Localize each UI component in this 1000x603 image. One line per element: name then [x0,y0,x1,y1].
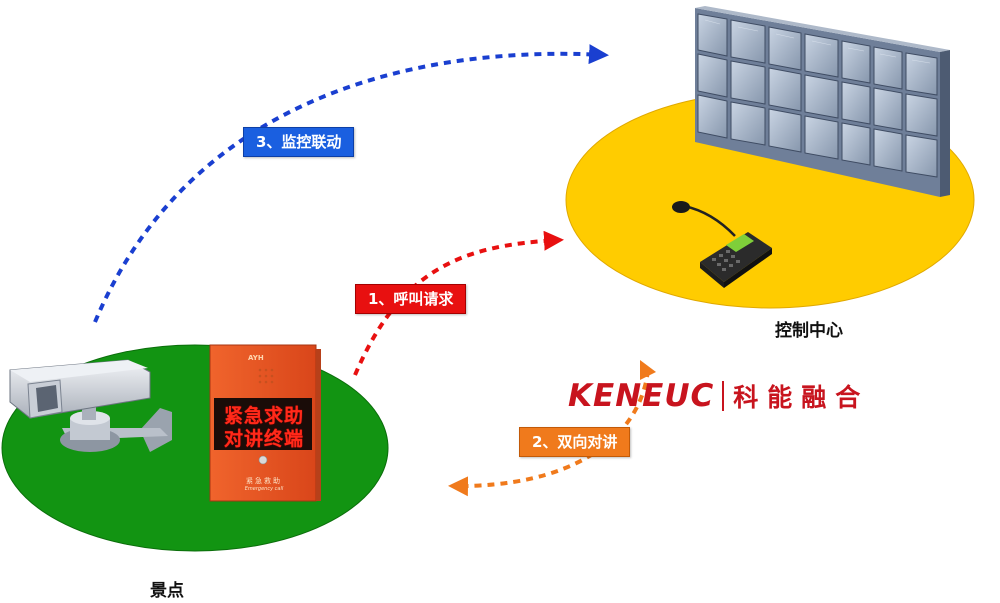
desk-microphone-icon [672,201,772,288]
flow-monitor-label: 3、监控联动 [243,127,355,157]
flow-monitor-arrow [93,44,609,323]
kiosk-brand-label: AYH [248,354,264,362]
control-center-label: 控制中心 [775,321,843,341]
brand-watermark: KENEUC 科能融合 [568,376,869,416]
emergency-kiosk [209,344,321,502]
kiosk-plate-label: 紧急救助 [246,477,282,485]
flow-intercom-arrowhead-start [640,360,656,380]
brand-latin-text: KENEUC [568,378,715,414]
flow-intercom-label: 2、双向对讲 [519,427,631,457]
video-wall-icon [695,6,950,197]
scenic-spot-label: 景点 [150,581,184,601]
cctv-camera-icon [9,359,172,452]
brand-chinese-text: 科能融合 [733,383,870,412]
brand-divider [722,381,725,411]
flow-call-arrow [353,230,564,376]
kiosk-screen-line1: 紧急求助 [223,405,304,427]
flow-call-label: 1、呼叫请求 [355,284,467,314]
kiosk-plate-sublabel: Emergency call [244,486,284,492]
kiosk-screen-line2: 对讲终端 [223,428,304,450]
